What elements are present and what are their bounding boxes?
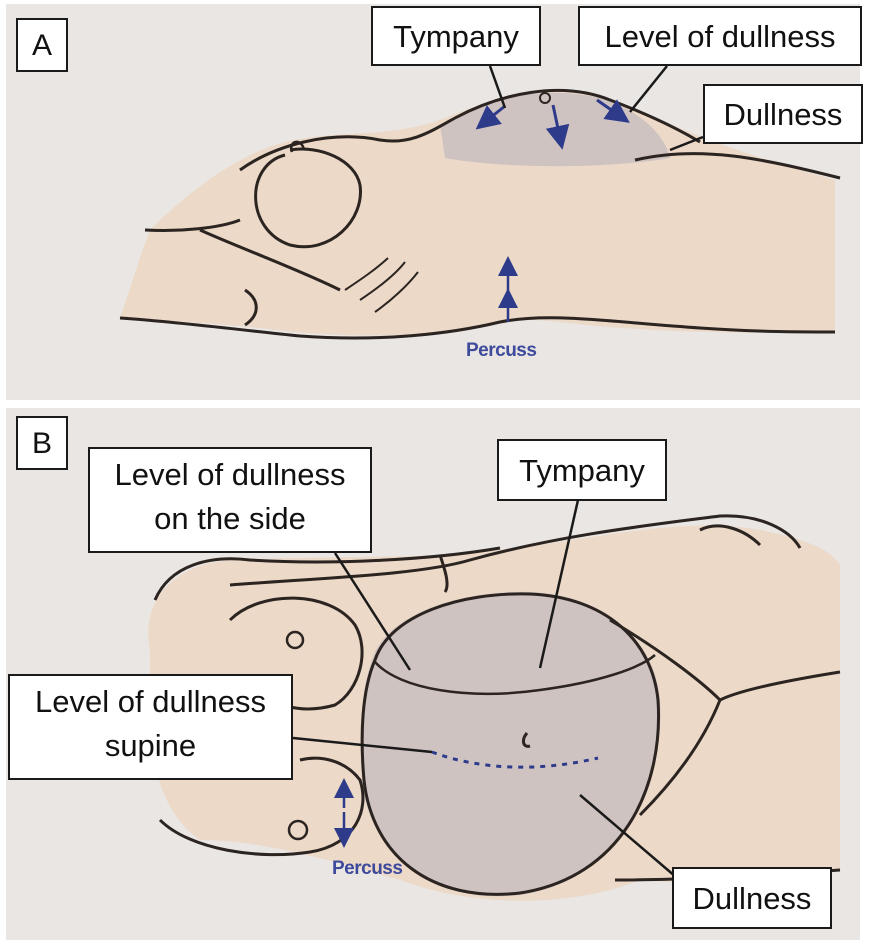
panel-a-leader-dullness — [669, 135, 704, 152]
panel-a-back-line — [119, 316, 836, 340]
panel-b-level-supine-line2: supine — [104, 728, 197, 763]
panel-b-supine-level-dotted — [431, 750, 599, 769]
panel-separator — [0, 400, 869, 408]
panel-b-lower-nipple — [287, 819, 309, 841]
panel-a-dullness-label: Dullness — [703, 84, 863, 144]
panel-a-breast — [254, 147, 362, 249]
panel-a-arrow-center — [545, 104, 570, 150]
panel-b-upper-nipple — [285, 630, 305, 650]
panel-a-arm — [144, 218, 341, 327]
panel-b-leader-tympany — [538, 499, 580, 669]
panel-b-leader-level-supine — [292, 736, 433, 754]
panel-a-letter: A — [16, 18, 68, 72]
panel-b-letter: B — [16, 416, 68, 470]
panel-b-abdomen-shade — [360, 591, 661, 897]
panel-a-thigh-line — [634, 152, 841, 180]
panel-a-arrow-left — [475, 104, 506, 130]
panel-b-belly-upper-edge — [374, 654, 656, 695]
panel-a-nipple — [290, 140, 306, 153]
panel-b-leader-dullness — [579, 794, 677, 878]
panel-a — [6, 4, 860, 400]
panel-b-tympany-label: Tympany — [497, 439, 667, 501]
panel-b-leader-level-side — [333, 552, 412, 671]
panel-b-level-supine-label: Level of dullness supine — [8, 674, 293, 780]
panel-a-percuss-label: Percuss — [466, 340, 537, 361]
panel-b-dullness-label: Dullness — [672, 867, 832, 929]
panel-a-level-of-dullness-label: Level of dullness — [578, 6, 862, 66]
panel-b-umbilicus — [521, 732, 531, 748]
panel-a-arrow-right — [596, 98, 630, 123]
panel-b-top-outline — [153, 546, 501, 601]
panel-a-leader-level — [629, 65, 668, 113]
panel-b-level-supine-line1: Level of dullness — [35, 684, 266, 719]
panel-a-tympany-label: Tympany — [371, 6, 541, 66]
panel-b-belly-outline — [360, 592, 661, 896]
panel-b-level-side-label: Level of dullness on the side — [88, 447, 372, 553]
panel-b-percuss-label: Percuss — [332, 858, 403, 879]
panel-b-level-side-line1: Level of dullness — [114, 457, 346, 492]
panel-a-leader-tympany — [488, 65, 507, 109]
panel-b-level-side-line2: on the side — [154, 501, 306, 536]
panel-a-umbilicus — [539, 92, 551, 104]
panel-a-flank-creases — [344, 257, 419, 313]
